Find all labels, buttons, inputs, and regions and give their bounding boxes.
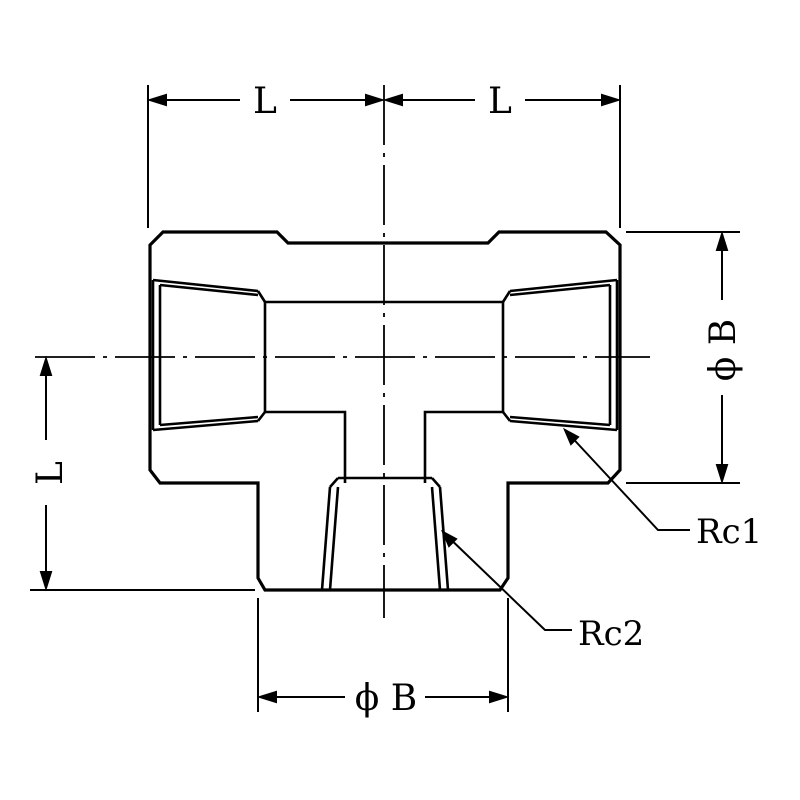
extension-lines xyxy=(30,85,740,712)
top-left-length-label: L xyxy=(253,81,277,122)
bottom-diameter-dimension xyxy=(256,690,510,704)
bore-bottom-right xyxy=(423,410,503,483)
rc2-label: Rc2 xyxy=(578,614,644,654)
top-left-dimension xyxy=(146,93,386,107)
top-right-dimension xyxy=(382,93,622,107)
rc2-leader xyxy=(440,529,572,631)
right-diameter-dimension xyxy=(715,230,729,485)
rc1-leader xyxy=(562,427,690,531)
right-thread-port xyxy=(501,278,619,432)
bore-bottom-left xyxy=(265,410,347,483)
side-length-dimension xyxy=(39,355,53,592)
right-diameter-label: ϕ B xyxy=(703,319,744,381)
branch-thread-port xyxy=(320,476,450,591)
tee-body-outline xyxy=(148,230,622,592)
rc1-label: Rc1 xyxy=(696,512,762,552)
left-thread-port xyxy=(151,278,267,432)
top-right-length-label: L xyxy=(488,81,512,122)
bottom-diameter-label: ϕ B xyxy=(355,678,417,719)
side-length-label: L xyxy=(30,461,71,485)
